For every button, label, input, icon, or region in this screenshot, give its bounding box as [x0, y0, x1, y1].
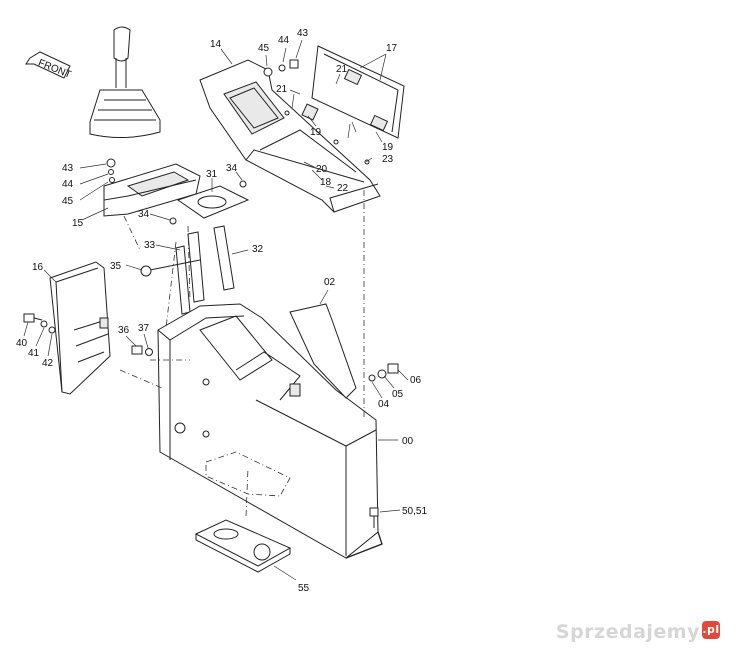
access-panel [289, 303, 357, 399]
callout-label: 00 [402, 436, 414, 447]
callout-label: 18 [320, 177, 332, 188]
callout-label: 34 [138, 209, 150, 220]
floor-plate [194, 519, 292, 573]
callout-label: 43 [297, 28, 309, 39]
shift-guide-bracket [103, 163, 201, 217]
callout-label: 15 [72, 218, 84, 229]
callout-label: 05 [392, 389, 404, 400]
callout-label: 19 [310, 127, 322, 138]
gear-lever [89, 26, 161, 139]
callout-label: 33 [144, 240, 156, 251]
callout-label: 37 [138, 323, 150, 334]
side-panel [49, 261, 111, 395]
callout-label: 34 [226, 163, 238, 174]
callout-label: 41 [28, 348, 40, 359]
guide-plate [176, 185, 250, 219]
callout-label: 04 [378, 399, 390, 410]
top-cover-panel [199, 59, 381, 213]
callout-label: 19 [382, 142, 394, 153]
fastener-group-top [106, 59, 370, 225]
callout-label: 20 [316, 164, 328, 175]
callout-label: 55 [298, 583, 310, 594]
fastener-group-side [23, 313, 153, 356]
callout-labels: 14 45 44 43 17 21 19 21 19 23 20 18 22 4… [16, 28, 427, 594]
callout-label: 35 [110, 261, 122, 272]
callout-label: 45 [258, 43, 270, 54]
callout-label: 22 [337, 183, 349, 194]
front-arrow: FRONT [25, 51, 73, 81]
callout-label: 21 [336, 64, 348, 75]
callout-label: 14 [210, 39, 222, 50]
callout-label: 17 [386, 43, 398, 54]
watermark: Sprzedajemy.pl [556, 621, 720, 643]
callout-label: 21 [276, 84, 288, 95]
callout-label: 02 [324, 277, 336, 288]
callout-label: 31 [206, 169, 218, 180]
callout-label: 32 [252, 244, 264, 255]
shift-levers [140, 225, 235, 315]
callout-label: 43 [62, 163, 74, 174]
fastener-group-right [368, 363, 399, 528]
console-body [157, 303, 383, 559]
assembly-lines [119, 190, 365, 517]
callout-label: 45 [62, 196, 74, 207]
callout-label: 42 [42, 358, 54, 369]
callout-label: 50,51 [402, 506, 427, 517]
callout-label: 06 [410, 375, 422, 386]
watermark-text: Sprzedajemy [555, 621, 700, 643]
callout-label: 44 [62, 179, 74, 190]
leader-lines [23, 39, 409, 581]
callout-label: 16 [32, 262, 44, 273]
callout-label: 44 [278, 35, 290, 46]
callout-label: 40 [16, 338, 28, 349]
cover-plate [301, 45, 405, 139]
callout-label: 36 [118, 325, 130, 336]
watermark-badge: .pl [702, 621, 720, 639]
callout-label: 23 [382, 154, 394, 165]
